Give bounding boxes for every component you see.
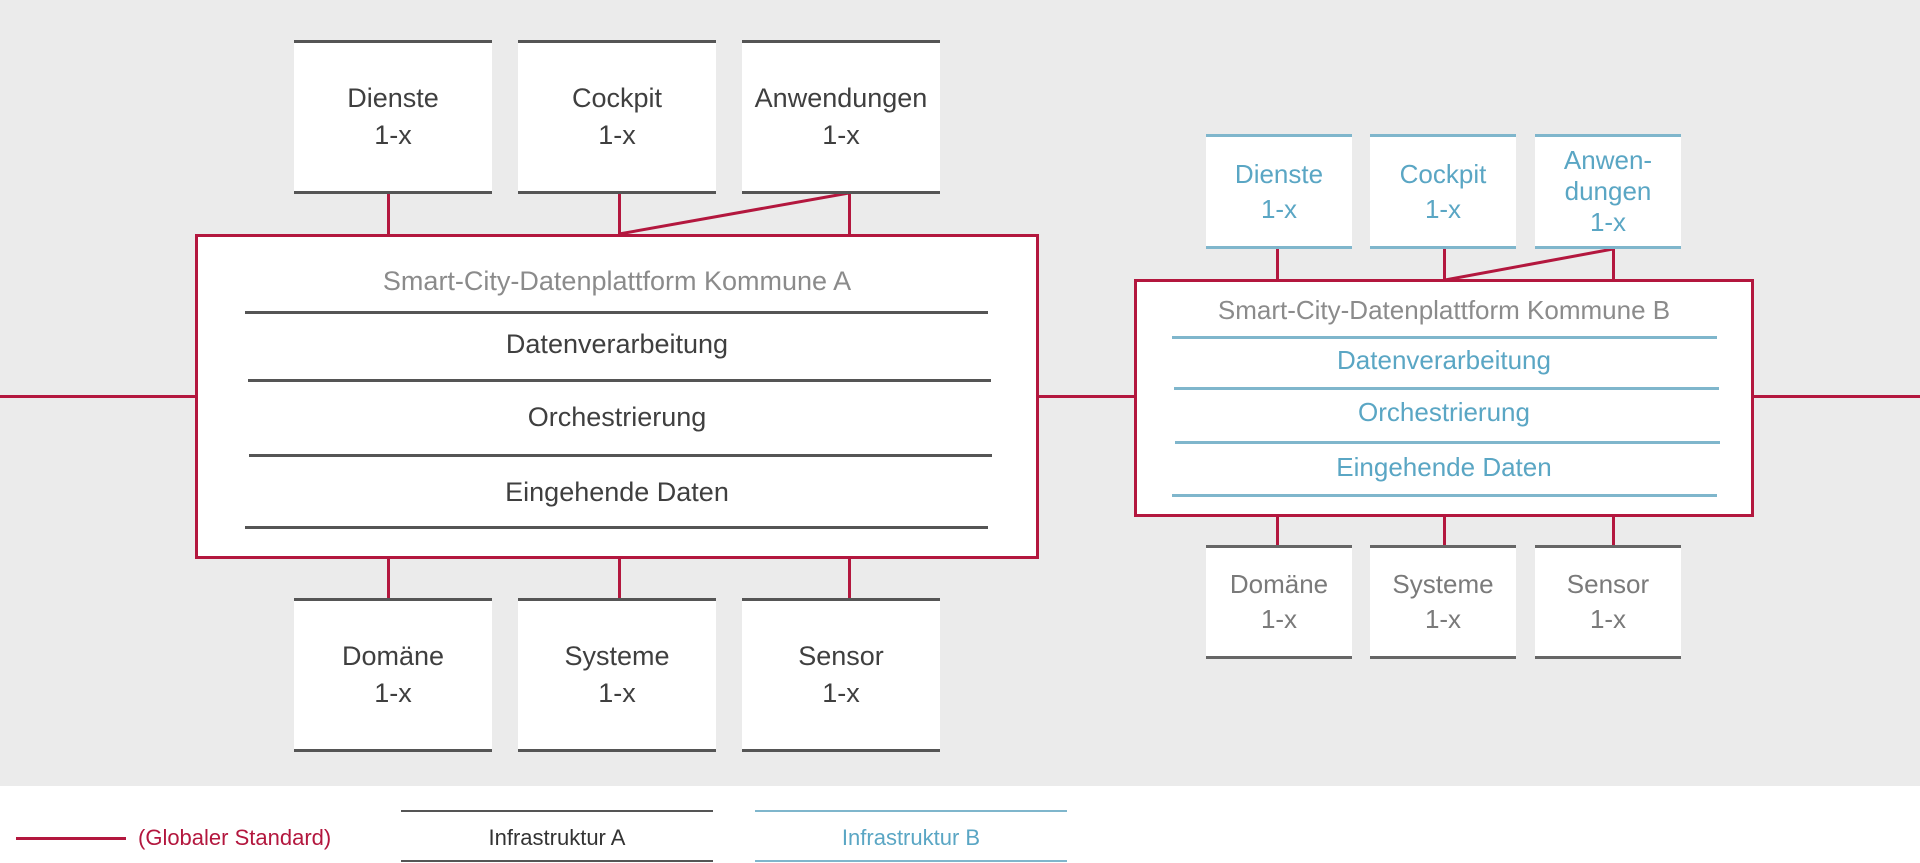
diagram-canvas: Dienste 1-x Cockpit 1-x Anwendungen 1-x … bbox=[0, 0, 1920, 786]
connector-b-dienste bbox=[1276, 247, 1279, 283]
platform-b-layer-datenverarbeitung: Datenverarbeitung bbox=[1337, 345, 1551, 375]
legend-infra-b: Infrastruktur B bbox=[755, 810, 1067, 863]
connector-a-diagonal bbox=[618, 191, 1614, 282]
connector-a-sensor bbox=[848, 555, 851, 600]
connector-b-anwendungen bbox=[1612, 247, 1615, 283]
legend-standard-line bbox=[16, 837, 126, 840]
global-standard-line-right bbox=[1752, 395, 1920, 398]
legend-infra-a-label: Infrastruktur A bbox=[488, 825, 626, 850]
box-a-domaene: Domäne 1-x bbox=[294, 598, 492, 752]
legend-standard-label: (Globaler Standard) bbox=[138, 825, 332, 850]
connector-a-anwendungen bbox=[848, 192, 851, 237]
connector-a-systeme bbox=[618, 555, 621, 600]
platform-b: Smart-City-Datenplattform Kommune B Date… bbox=[1134, 279, 1754, 517]
global-standard-line-left bbox=[0, 395, 198, 398]
legend-infra-a-top-line bbox=[401, 810, 713, 812]
platform-b-divider-2 bbox=[1174, 387, 1719, 390]
platform-a-divider-3 bbox=[249, 454, 992, 457]
platform-a-layer-orchestrierung: Orchestrierung bbox=[527, 402, 707, 432]
platform-b-divider-1 bbox=[1172, 336, 1717, 339]
connector-b-domaene bbox=[1276, 513, 1279, 548]
platform-a-layer-eingehende-daten: Eingehende Daten bbox=[505, 477, 729, 507]
legend-infra-a-bottom-line bbox=[401, 860, 713, 862]
connector-a-dienste bbox=[387, 192, 390, 237]
platform-b-layer-orchestrierung: Orchestrierung bbox=[1358, 397, 1530, 427]
connector-b-sensor bbox=[1612, 513, 1615, 548]
platform-b-divider-3 bbox=[1175, 441, 1720, 444]
box-a-dienste: Dienste 1-x bbox=[294, 40, 492, 194]
box-b-sensor: Sensor 1-x bbox=[1535, 545, 1681, 659]
platform-a-title: Smart-City-Datenplattform Kommune A bbox=[382, 266, 852, 296]
legend-infra-b-top-line bbox=[755, 810, 1067, 812]
global-standard-line-middle bbox=[1036, 395, 1136, 398]
platform-a: Smart-City-Datenplattform Kommune A Date… bbox=[195, 234, 1039, 559]
connector-b-cockpit bbox=[1443, 247, 1446, 283]
legend-infra-a: Infrastruktur A bbox=[401, 810, 713, 863]
box-b-cockpit: Cockpit 1-x bbox=[1370, 134, 1516, 249]
box-b-domaene: Domäne 1-x bbox=[1206, 545, 1352, 659]
connector-a-cockpit bbox=[618, 192, 621, 237]
platform-a-divider-4 bbox=[245, 526, 988, 529]
legend-infra-b-label: Infrastruktur B bbox=[841, 825, 981, 850]
platform-b-layer-eingehende-daten: Eingehende Daten bbox=[1336, 452, 1552, 482]
platform-a-divider-1 bbox=[245, 311, 988, 314]
box-a-anwendungen: Anwendungen 1-x bbox=[742, 40, 940, 194]
platform-a-divider-2 bbox=[248, 379, 991, 382]
connector-b-systeme bbox=[1443, 513, 1446, 548]
box-b-anwendungen: Anwen- dungen 1-x bbox=[1535, 134, 1681, 249]
platform-b-divider-4 bbox=[1172, 494, 1717, 497]
legend-infra-b-bottom-line bbox=[755, 860, 1067, 862]
platform-b-title: Smart-City-Datenplattform Kommune B bbox=[1217, 295, 1671, 325]
box-a-systeme: Systeme 1-x bbox=[518, 598, 716, 752]
connector-a-domaene bbox=[387, 555, 390, 600]
box-a-sensor: Sensor 1-x bbox=[742, 598, 940, 752]
platform-a-layer-datenverarbeitung: Datenverarbeitung bbox=[505, 329, 729, 359]
box-b-dienste: Dienste 1-x bbox=[1206, 134, 1352, 249]
box-b-systeme: Systeme 1-x bbox=[1370, 545, 1516, 659]
box-a-cockpit: Cockpit 1-x bbox=[518, 40, 716, 194]
